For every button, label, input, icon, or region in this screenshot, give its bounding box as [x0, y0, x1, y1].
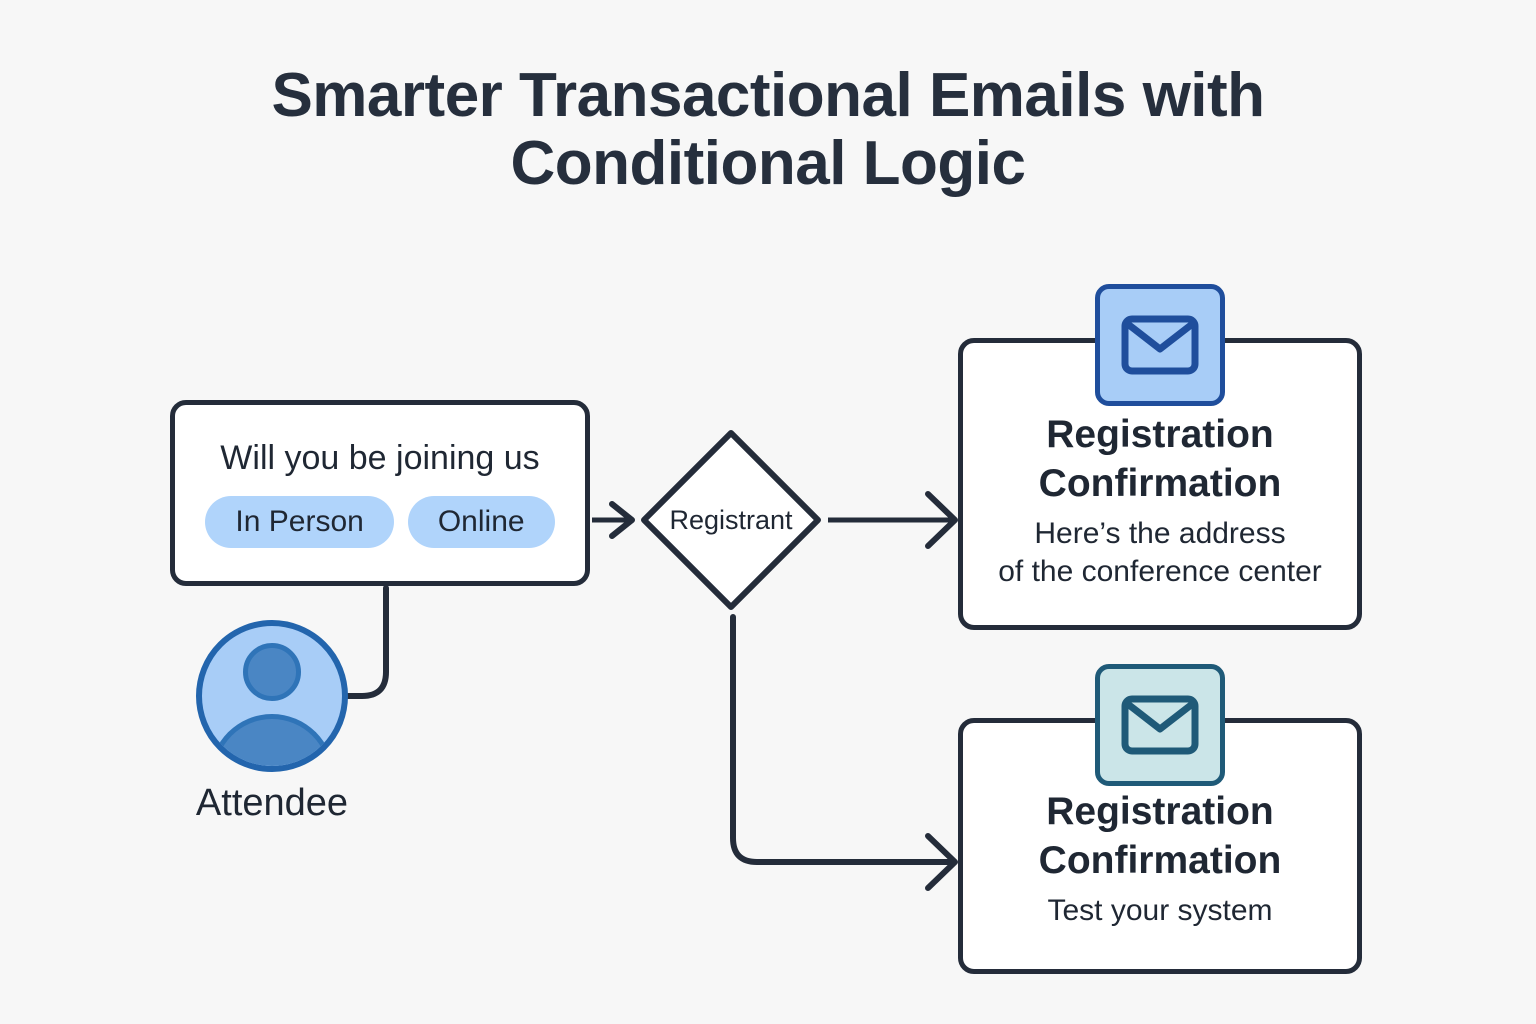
email-card-body: Test your system — [1047, 892, 1272, 930]
page-title-line-1: Smarter Transactional Emails with — [271, 61, 1265, 130]
email-card-body: Here’s the address of the conference cen… — [998, 515, 1322, 591]
email-card-title: Registration Confirmation — [1039, 411, 1282, 509]
envelope-icon — [1121, 695, 1199, 755]
question-text: Will you be joining us — [220, 438, 540, 477]
attendee-label: Attendee — [195, 782, 349, 824]
email-card-title-line-2: Confirmation — [1038, 839, 1282, 883]
decision-label: Registrant — [669, 504, 793, 535]
diamond-shape-icon — [641, 430, 821, 610]
decision-node: Registrant — [636, 425, 826, 615]
attendee-avatar-icon — [196, 620, 348, 772]
option-pill-online[interactable]: Online — [407, 495, 555, 548]
avatar-head-shape — [243, 643, 301, 701]
email-card-title: Registration Confirmation — [1039, 788, 1282, 886]
option-pill-row: In Person Online — [205, 495, 555, 548]
page-title: Smarter Transactional Emails with Condit… — [0, 61, 1536, 199]
envelope-badge-online — [1095, 664, 1225, 786]
envelope-badge-in-person — [1095, 284, 1225, 406]
email-card-body-line-2: of the conference center — [998, 554, 1322, 588]
email-card-title-line-1: Registration — [1046, 790, 1274, 834]
email-card-body-line-1: Test your system — [1047, 893, 1273, 927]
email-card-title-line-1: Registration — [1046, 413, 1274, 457]
email-card-title-line-2: Confirmation — [1038, 462, 1282, 506]
question-card: Will you be joining us In Person Online — [170, 400, 590, 586]
envelope-icon — [1121, 315, 1199, 375]
page-title-line-2: Conditional Logic — [510, 129, 1027, 199]
email-card-body-line-1: Here’s the address — [1034, 516, 1286, 550]
email-card-in-person: Registration Confirmation Here’s the add… — [958, 338, 1362, 630]
option-pill-in-person[interactable]: In Person — [205, 495, 394, 548]
avatar-body-shape — [210, 714, 334, 766]
